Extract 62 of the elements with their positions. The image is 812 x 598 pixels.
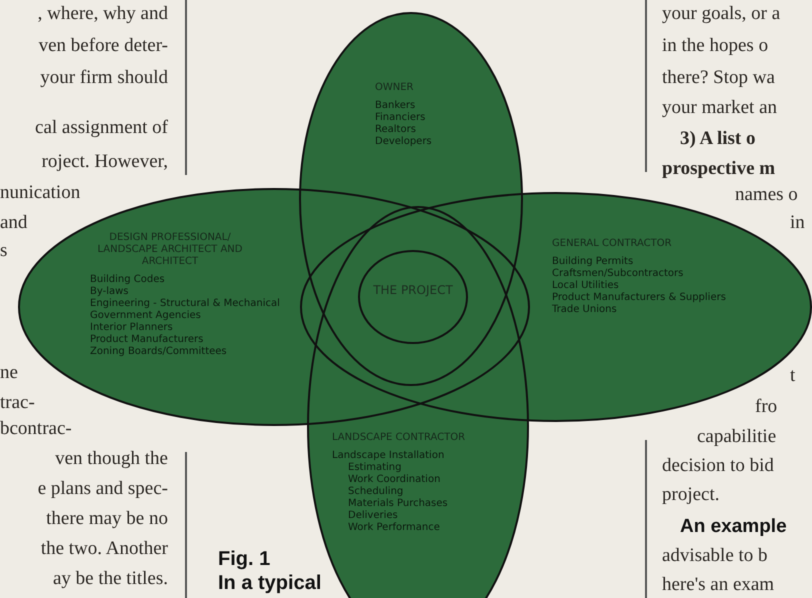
list-item: Work Performance <box>348 522 441 534</box>
article-text: advisable to b <box>662 545 768 567</box>
list-item: Bankers <box>375 100 416 112</box>
list-item: Landscape Installation <box>332 450 446 462</box>
article-text: prospective m <box>662 158 776 180</box>
article-text: 3) A list o <box>680 128 756 150</box>
article-text: t <box>790 365 796 387</box>
list-item: Local Utilities <box>552 280 620 292</box>
article-text: nunication <box>0 182 80 204</box>
article-text: your firm should <box>40 67 168 89</box>
article-text: and <box>0 212 28 234</box>
article-text: capabilitie <box>697 426 776 448</box>
group-heading: GENERAL CONTRACTOR <box>552 238 673 250</box>
group-heading: LANDSCAPE CONTRACTOR <box>332 432 466 444</box>
list-item: Product Manufacturers & Suppliers <box>552 292 726 304</box>
list-item: Developers <box>375 136 432 148</box>
article-text: , where, why and <box>38 3 168 25</box>
list-item: Realtors <box>375 124 417 136</box>
list-item: Scheduling <box>348 486 404 498</box>
article-text: ven before deter- <box>38 35 168 57</box>
group-heading: THE PROJECT <box>372 283 454 297</box>
list-item: Craftsmen/Subcontractors <box>552 268 684 280</box>
list-item: Engineering - Structural & Mechanical <box>90 298 280 310</box>
article-text: roject. However, <box>42 151 168 173</box>
article-text: fro <box>755 396 778 418</box>
list-item: Building Codes <box>90 274 166 286</box>
article-text: bcontrac- <box>0 418 72 440</box>
list-item: Work Coordination <box>348 474 442 486</box>
article-text: here's an exam <box>662 574 774 596</box>
article-text: your market an <box>662 97 778 119</box>
list-item: Materials Purchases <box>348 498 449 510</box>
list-item: Government Agencies <box>90 310 202 322</box>
group-heading: DESIGN PROFESSIONAL/ LANDSCAPE ARCHITECT AND ARCHITECT <box>96 232 244 268</box>
list-item: Financiers <box>375 112 426 124</box>
article-text: e plans and spec- <box>38 478 168 500</box>
list-item: Deliveries <box>348 510 399 522</box>
article-text: in the hopes o <box>662 35 768 57</box>
article-text: s <box>0 240 8 262</box>
article-text: there may be no <box>46 508 168 530</box>
article-text: cal assignment of <box>35 117 168 139</box>
article-text: decision to bid <box>662 455 774 477</box>
list-item: Zoning Boards/Committees <box>90 346 228 358</box>
list-item: Product Manufacturers <box>90 334 204 346</box>
figure-caption: In a typical <box>218 572 322 594</box>
article-text: your goals, or a <box>662 3 780 25</box>
article-text: there? Stop wa <box>662 67 775 89</box>
article-text: project. <box>662 484 720 506</box>
article-text: in <box>790 212 805 234</box>
group-heading: OWNER <box>375 82 415 94</box>
list-item: Interior Planners <box>90 322 174 334</box>
article-text: ven though the <box>55 448 168 470</box>
list-item: Estimating <box>348 462 402 474</box>
article-text: ne <box>0 362 18 384</box>
article-text: An example <box>680 516 787 538</box>
article-text: ay be the titles. <box>52 568 168 590</box>
figure-caption: Fig. 1 <box>218 548 270 570</box>
list-item: By-laws <box>90 286 130 298</box>
list-item: Trade Unions <box>552 304 618 316</box>
list-item: Building Permits <box>552 256 634 268</box>
article-text: names o <box>735 184 798 206</box>
article-text: the two. Another <box>40 538 168 560</box>
article-text: trac- <box>0 392 35 414</box>
